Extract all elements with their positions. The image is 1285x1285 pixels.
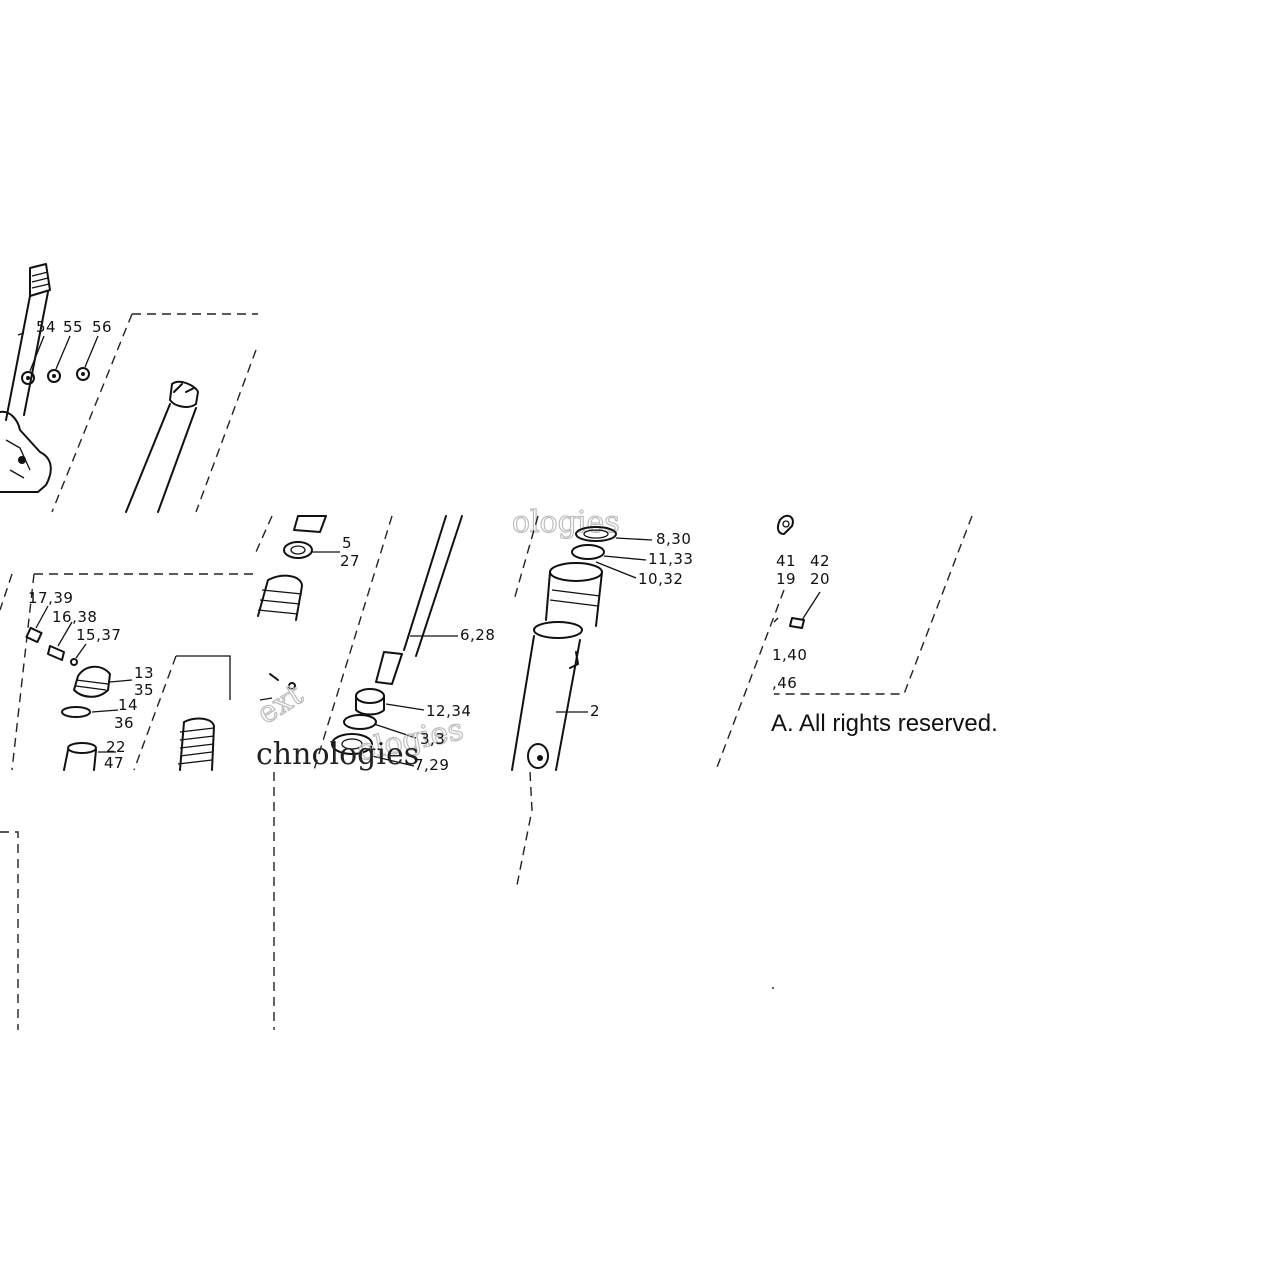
callout-15-37: 15,37 [76, 626, 121, 644]
frame-line [176, 655, 231, 700]
fork-bracket-part [0, 410, 52, 493]
tile-center: ext ologies chnologies 5 27 6,28 12,34 3… [250, 515, 495, 774]
callout-55: 55 [63, 318, 83, 336]
callout-46: ,46 [772, 674, 797, 692]
cap-bolt-part [73, 665, 133, 698]
callout-41: 41 [776, 552, 796, 570]
fork-spring-part [177, 717, 215, 771]
callout-56: 56 [92, 318, 112, 336]
callout-47: 47 [104, 754, 124, 772]
callout-27: 27 [340, 552, 360, 570]
tile-lower-fragments [0, 771, 774, 1030]
callout-22: 22 [106, 738, 126, 756]
callout-17-39: 17,39 [28, 589, 73, 607]
steering-stem-part [5, 263, 51, 421]
fork-tube-upper [125, 380, 199, 513]
watermark-text: chnologies [256, 737, 419, 772]
dashed-border [51, 313, 133, 513]
callout-10-32: 10,32 [638, 570, 683, 588]
collar-part [355, 688, 425, 716]
main-spring-part [257, 574, 303, 621]
dashed-border [0, 573, 13, 611]
drain-screw-parts [25, 605, 87, 666]
dust-seal-part [575, 526, 653, 542]
pinch-bolt-part [773, 591, 821, 629]
outer-tube-part [511, 562, 603, 771]
callout-35: 35 [134, 681, 154, 699]
callout-13: 13 [134, 664, 154, 682]
watermark-text: ologies [512, 505, 620, 540]
washer-part [283, 515, 340, 559]
callout-5: 5 [342, 534, 352, 552]
tile-upper-left: 54 55 56 [0, 263, 258, 513]
callout-8-30: 8,30 [656, 530, 691, 548]
tile-outer-tube: ologies 8,30 11,33 [511, 504, 693, 771]
dashed-border [0, 831, 19, 1030]
watermark-text: ext [251, 677, 309, 731]
damper-rod-part [375, 515, 463, 685]
callout-11-33: 11,33 [648, 550, 693, 568]
tile-middle-left: 17,39 16,38 15,37 13 35 14 36 22 47 [0, 573, 256, 772]
spacer-tube-part [63, 742, 116, 771]
callout-42: 42 [810, 552, 830, 570]
tile-right: 41 19 42 20 1,40 ,46 A. All rights reser… [715, 514, 998, 771]
callout-12-34: 12,34 [426, 702, 471, 720]
dashed-border [255, 515, 273, 553]
dashed-border [715, 589, 785, 771]
callout-20: 20 [810, 570, 830, 588]
seat-part [331, 733, 415, 767]
oil-seal-part [595, 561, 637, 579]
copyright-notice: A. All rights reserved. [771, 710, 998, 737]
o-ring-part [61, 706, 91, 718]
small-bolt-part [259, 673, 296, 701]
callout-7-29: 7,29 [414, 756, 449, 774]
callout-6-28: 6,28 [460, 626, 495, 644]
piston-ring-part [343, 714, 417, 739]
callout-40: 1,40 [772, 646, 807, 664]
callout-3-3: 3,3 [420, 730, 445, 748]
callout-2: 2 [590, 702, 600, 720]
dashed-border [11, 573, 35, 771]
dashed-border [774, 515, 973, 695]
dashed-border [133, 655, 177, 771]
axle-bolt-part [776, 514, 794, 535]
callout-19: 19 [776, 570, 796, 588]
dashed-border [515, 771, 533, 891]
retaining-clip-part [571, 544, 647, 561]
small-nuts-54-56 [21, 335, 99, 385]
callout-16-38: 16,38 [52, 608, 97, 626]
callout-36: 36 [114, 714, 134, 732]
callout-54: 54 [36, 318, 56, 336]
leader-line [91, 709, 119, 713]
dashed-border [195, 349, 257, 513]
callout-14: 14 [118, 696, 138, 714]
